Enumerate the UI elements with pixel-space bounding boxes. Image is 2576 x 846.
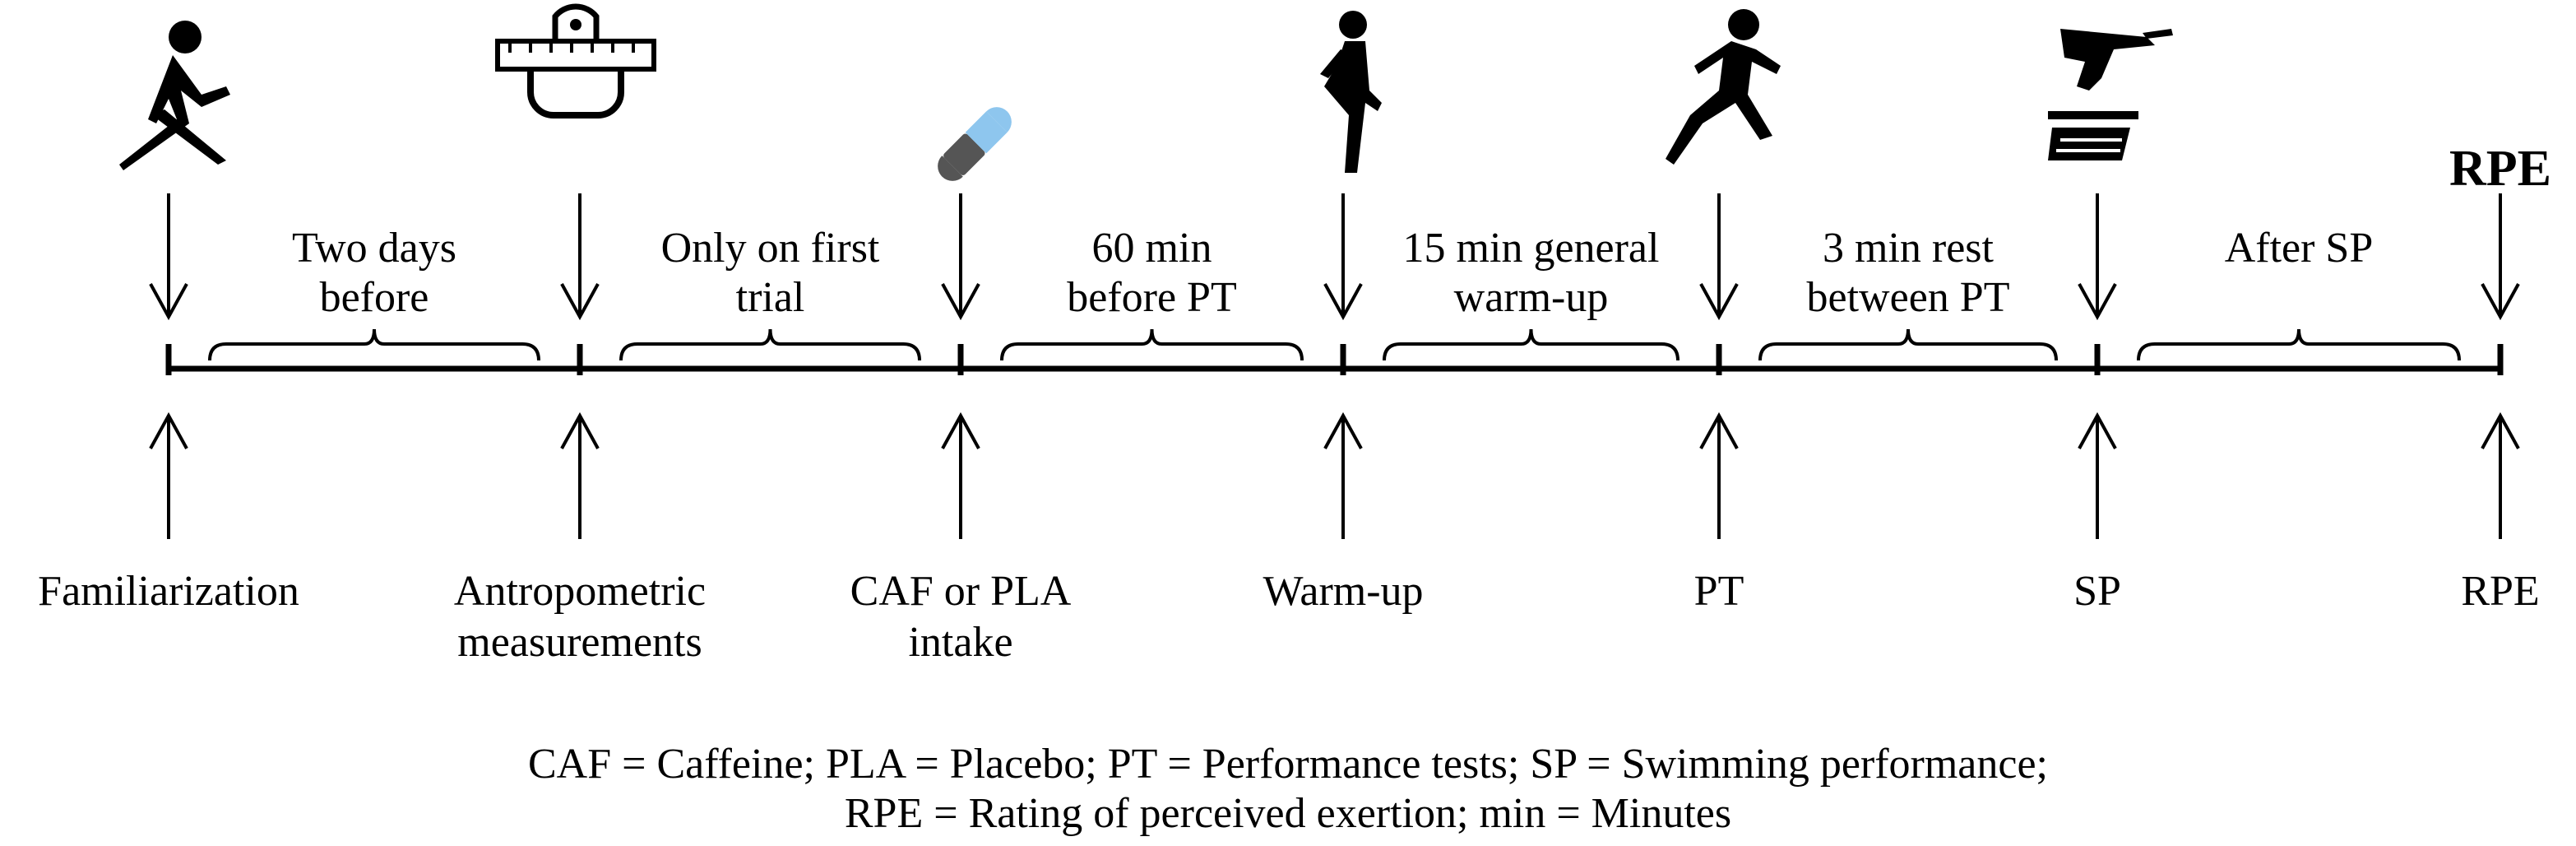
up-arrow-2-head (941, 411, 980, 449)
up-arrow-0-head (149, 411, 188, 449)
interval-brace (208, 328, 540, 361)
interval-brace (1758, 328, 2058, 361)
interval-label: Two days (292, 225, 456, 272)
interval-label: trial (736, 274, 805, 321)
interval-label: 15 min general (1403, 225, 1660, 272)
event-label: Antropometric (454, 568, 706, 615)
up-arrow-1-head (560, 411, 600, 449)
down-arrow-5-head (2078, 283, 2117, 321)
legend-line-1: CAF = Caffeine; PLA = Placebo; PT = Perf… (528, 741, 2048, 788)
event-label: RPE (2461, 568, 2539, 615)
down-arrow-4-head (1699, 283, 1739, 321)
up-arrow-5-head (2078, 411, 2117, 449)
runner-icon (119, 21, 230, 170)
interval-label: between PT (1807, 274, 2010, 321)
interval-label: before PT (1067, 274, 1236, 321)
interval-brace (1383, 328, 1679, 361)
down-arrow-0-head (149, 283, 188, 321)
event-label: intake (908, 619, 1012, 666)
down-arrow-1-head (560, 283, 600, 321)
swim-start-icon (2048, 29, 2173, 160)
legend-line-2: RPE = Rating of perceived exertion; min … (845, 790, 1731, 837)
stretching-icon (1320, 11, 1382, 173)
sprinter-icon (1666, 9, 1781, 165)
up-arrow-6-head (2481, 411, 2520, 449)
interval-label: 60 min (1092, 225, 1212, 272)
down-arrow-6-head (2481, 283, 2520, 321)
event-label: PT (1694, 568, 1744, 615)
interval-brace (619, 328, 921, 361)
capsule-icon (938, 107, 1012, 181)
event-label: SP (2073, 568, 2121, 615)
event-label: Familiarization (38, 568, 299, 615)
interval-label: 3 min rest (1823, 225, 1995, 272)
interval-brace (2137, 328, 2461, 361)
down-arrow-2-head (941, 283, 980, 321)
interval-label: After SP (2225, 225, 2374, 272)
interval-label: warm-up (1454, 274, 1609, 321)
interval-label: Only on first (661, 225, 880, 272)
interval-label: before (320, 274, 429, 321)
up-arrow-4-head (1699, 411, 1739, 449)
down-arrow-3-head (1323, 283, 1363, 321)
up-arrow-3-head (1323, 411, 1363, 449)
interval-brace (1000, 328, 1304, 361)
rpe-top-label: RPE (2449, 141, 2551, 197)
scale-icon (495, 3, 656, 119)
event-label: CAF or PLA (850, 568, 1072, 615)
event-label: measurements (457, 619, 702, 666)
event-label: Warm-up (1263, 568, 1423, 615)
